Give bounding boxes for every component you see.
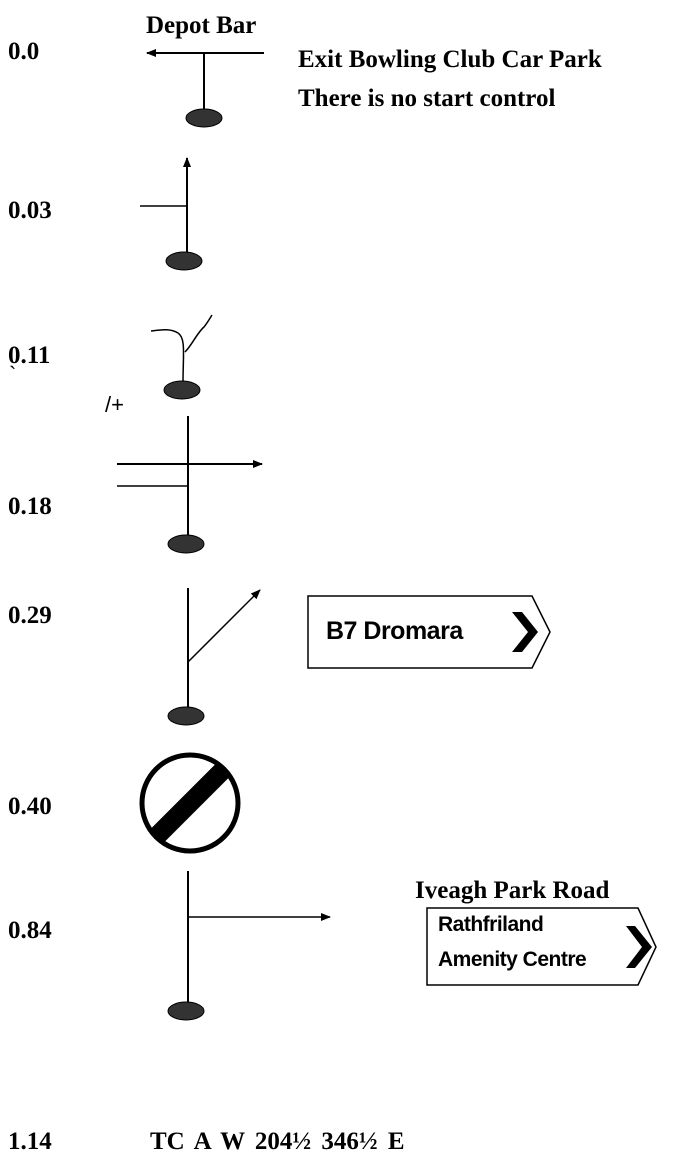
tulip-2-start-dot <box>165 251 203 271</box>
tulip-3-start-dot <box>163 380 201 400</box>
start-instruction: Exit Bowling Club Car Park <box>298 46 602 73</box>
step-1-distance: 0.0 <box>8 38 40 65</box>
step-3-distance: 0.11 <box>8 342 51 369</box>
start-control-note: There is no start control <box>298 85 556 112</box>
speed-limit-bar <box>145 758 235 848</box>
time-control-line: TC A W 204½ 346½ E <box>150 1128 405 1155</box>
sign-dromara-border <box>307 595 551 669</box>
step-5-distance: 0.29 <box>8 602 52 629</box>
speed-limit-sign <box>139 752 241 854</box>
step-4-distance: 0.18 <box>8 493 52 520</box>
tulip-1-start-dot <box>185 108 223 128</box>
tulip-step-5 <box>167 588 261 726</box>
sign-rathfriland-chevron <box>626 926 652 968</box>
tulip-step-1 <box>146 49 264 128</box>
sign-dromara-chevron <box>512 612 538 652</box>
tulip-step-4 <box>117 416 263 554</box>
road-name-label: Iveagh Park Road <box>415 877 610 904</box>
step-2-distance: 0.03 <box>8 197 52 224</box>
tulip-5-start-dot <box>167 706 205 726</box>
sign-rathfriland-line-1: Rathfriland <box>438 913 544 936</box>
sign-dromara-text: B7 Dromara <box>326 617 463 645</box>
tulip-step-3 <box>150 314 213 400</box>
step-6-distance: 0.40 <box>8 793 52 820</box>
step-7-distance: 0.84 <box>8 917 52 944</box>
sign-rathfriland-line-2: Amenity Centre <box>438 948 587 971</box>
time-control-distance: 1.14 <box>8 1128 52 1155</box>
tulip-5-arrow <box>187 589 261 663</box>
direction-sign-rathfriland <box>426 907 657 986</box>
direction-sign-dromara <box>307 595 551 669</box>
tulip-7-start-dot <box>167 1001 205 1021</box>
tulip-step-2 <box>140 157 203 271</box>
sign-rathfriland-border <box>426 907 657 986</box>
tulip-3-curve-left <box>150 329 185 384</box>
tulip-3-curve-right <box>184 314 213 353</box>
junction-annotation: /+ <box>105 392 124 417</box>
tulip-step-7 <box>167 871 331 1021</box>
tulip-4-start-dot <box>167 534 205 554</box>
backtick-mark: ` <box>9 362 17 387</box>
depot-label: Depot Bar <box>146 12 257 39</box>
